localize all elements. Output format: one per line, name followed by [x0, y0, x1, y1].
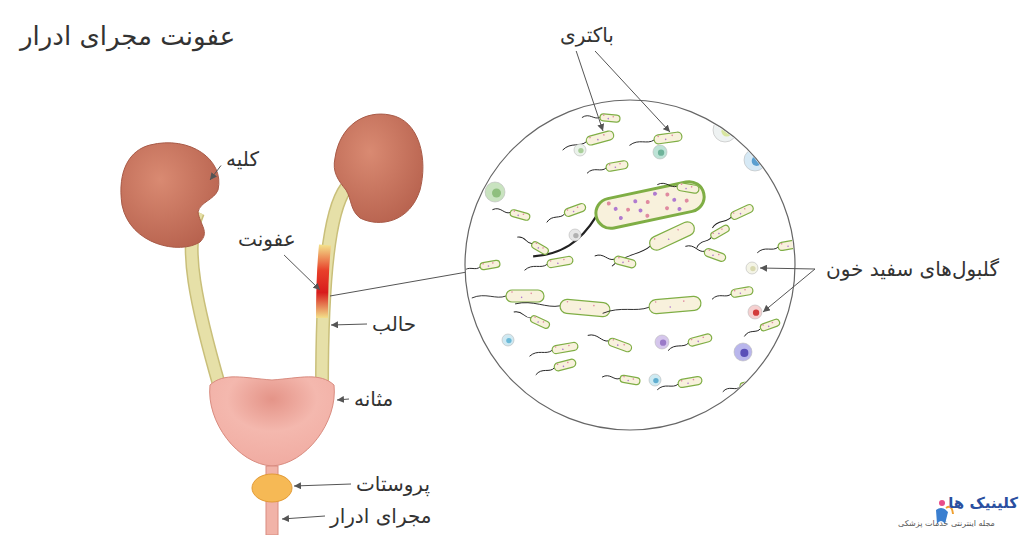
leader-line — [294, 484, 351, 486]
callout-label: مثانه — [354, 386, 393, 412]
blood-cell — [574, 144, 586, 156]
bacterium — [586, 160, 629, 175]
leader-line — [595, 51, 670, 132]
callout-label: باکتری — [560, 22, 614, 48]
kidney — [121, 143, 219, 248]
watermark-tagline: مجله اینترنتی خدمات پزشکی — [898, 519, 995, 529]
blood-cell — [502, 334, 514, 346]
bacterium — [602, 372, 641, 385]
bacterium — [587, 330, 633, 353]
blood-cell — [653, 145, 667, 159]
bacterium — [594, 250, 636, 269]
bacterium — [545, 202, 587, 224]
callout-label: عفونت — [238, 226, 296, 252]
prostate — [252, 474, 292, 502]
watermark-logo: کلینیک ها — [948, 494, 1018, 514]
ureter — [322, 188, 346, 388]
bacterium — [561, 130, 615, 152]
bacterium — [515, 295, 611, 317]
bacterium — [528, 342, 578, 358]
bacterium — [525, 179, 710, 257]
blood-cell — [748, 305, 762, 319]
bacterium — [582, 112, 620, 122]
zoom-line — [330, 272, 467, 296]
blood-cell — [485, 182, 505, 202]
bacterium — [756, 239, 802, 255]
blood-cell — [569, 229, 581, 241]
blood-cell — [744, 149, 766, 171]
bacterium — [667, 333, 713, 353]
bacterium — [657, 179, 700, 194]
magnified-view — [465, 100, 795, 430]
blood-cell — [655, 335, 669, 349]
blood-cell — [746, 262, 758, 274]
bacterium — [462, 260, 501, 273]
bacterium — [694, 224, 730, 249]
bacterium — [742, 318, 780, 338]
leader-line — [210, 166, 221, 181]
bacterium — [656, 376, 702, 392]
ureter — [322, 188, 346, 388]
bladder — [210, 377, 335, 466]
leader-line — [284, 255, 320, 290]
callout-label: مجرای ادرار — [330, 503, 432, 529]
blood-cell — [734, 343, 752, 361]
leader-line — [282, 516, 325, 519]
callout-label: حالب — [372, 311, 416, 337]
leader-line — [763, 269, 815, 312]
callout-label: پروستات — [356, 471, 430, 497]
callout-label: گلبول‌های سفید خون — [820, 256, 1005, 282]
bacterium — [685, 241, 727, 263]
bacterium — [516, 232, 549, 255]
blood-cell — [713, 118, 737, 142]
bacterium — [472, 290, 544, 302]
blood-cell — [649, 374, 661, 386]
bacterium — [534, 358, 576, 377]
bacterium — [602, 296, 702, 319]
diagram-title: عفونت مجرای ادرار — [20, 20, 235, 54]
leader-line — [337, 399, 349, 400]
bacterium — [711, 286, 754, 301]
bacterium — [492, 204, 531, 221]
infection-area — [322, 245, 325, 318]
bacterium — [710, 203, 755, 230]
bacterium — [513, 307, 550, 329]
bacterium — [608, 220, 697, 271]
microscope-content — [462, 112, 803, 393]
callout-label: کلیه — [226, 146, 259, 172]
leader-line — [576, 51, 603, 131]
kidney — [334, 114, 423, 222]
leader-line — [331, 324, 367, 325]
bacterium — [629, 132, 683, 148]
bacterium — [722, 380, 761, 393]
bacterium — [523, 256, 573, 272]
leader-line — [760, 268, 815, 269]
